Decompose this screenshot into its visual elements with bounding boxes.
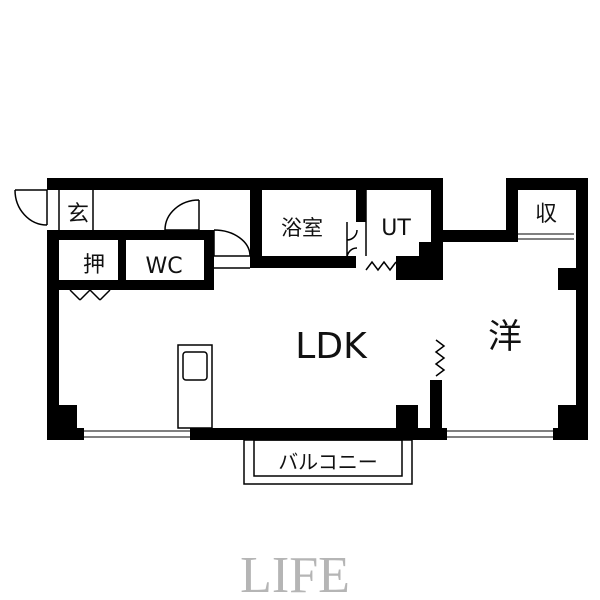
- balcony: [243, 439, 413, 485]
- room-label-storage: 収: [535, 202, 557, 227]
- room-label-balcony: バルコニー: [278, 450, 378, 474]
- zigzag-doors: [365, 260, 446, 377]
- room-label-entrance: 玄: [67, 202, 89, 227]
- room-label-western: 洋: [488, 317, 522, 357]
- kitchen-counter: [177, 344, 213, 429]
- room-label-ldk: LDK: [295, 326, 368, 367]
- room-label-wc: WC: [145, 254, 182, 279]
- brand-watermark: LIFE: [240, 547, 350, 600]
- interior-lines: [58, 190, 367, 269]
- windows: [47, 190, 574, 440]
- room-label-closet: 押: [83, 253, 105, 278]
- room-label-bath: 浴室: [281, 216, 323, 240]
- door-swings: [14, 189, 358, 301]
- room-label-utility: UT: [381, 216, 411, 241]
